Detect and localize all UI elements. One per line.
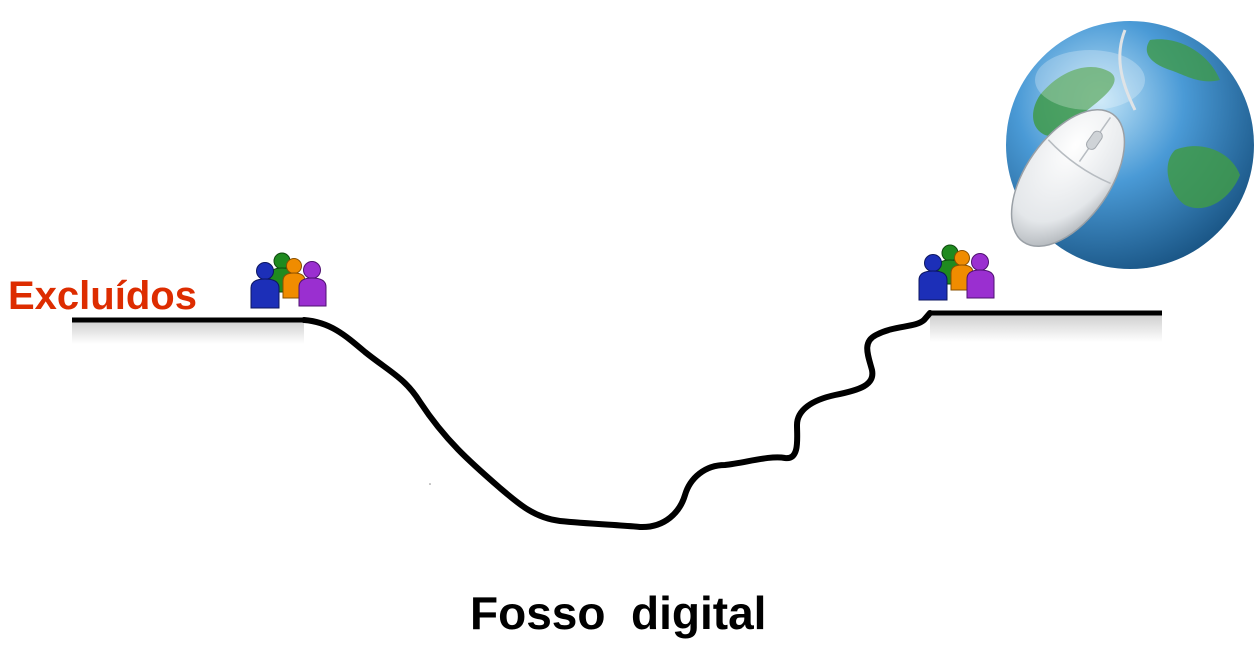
right-people-group-icon <box>918 244 995 301</box>
excluded-group-label: Excluídos <box>8 274 197 318</box>
left-people-group-icon <box>250 252 327 309</box>
left-ground-shadow <box>72 320 304 344</box>
right-ground-shadow <box>930 314 1162 342</box>
globe-with-mouse-icon <box>1006 21 1254 269</box>
divide-ditch-curve <box>301 310 933 531</box>
diagram-caption: Fosso digital <box>470 587 767 639</box>
